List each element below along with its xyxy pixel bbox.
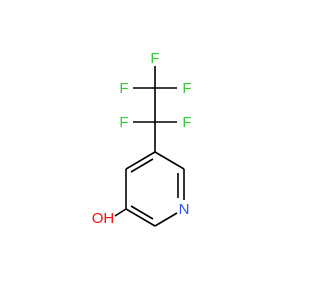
atom-labels: F F F F F N OH	[92, 50, 192, 227]
bond-n1-c2	[154, 212, 178, 227]
fluorine-atom-lower-left: F	[119, 114, 128, 131]
hydroxyl-group: OH	[92, 210, 115, 227]
fluorine-atom-lower-right: F	[182, 114, 191, 131]
fluorine-atom-upper-left: F	[119, 80, 128, 97]
molecule-structure: F F F F F N OH	[92, 50, 192, 227]
fluorine-atom-upper-right: F	[182, 80, 191, 97]
fluorine-atom-top: F	[150, 50, 159, 67]
bonds	[114, 66, 185, 227]
bond-c2-c3-inner	[130, 205, 154, 220]
nitrogen-atom: N	[179, 201, 190, 218]
bond-c5-c6	[154, 151, 185, 170]
bond-c3-o	[114, 208, 127, 217]
bond-c4-c5	[125, 151, 156, 170]
bond-c4-c5-inner	[130, 158, 154, 173]
bond-c2-c3	[125, 208, 156, 227]
